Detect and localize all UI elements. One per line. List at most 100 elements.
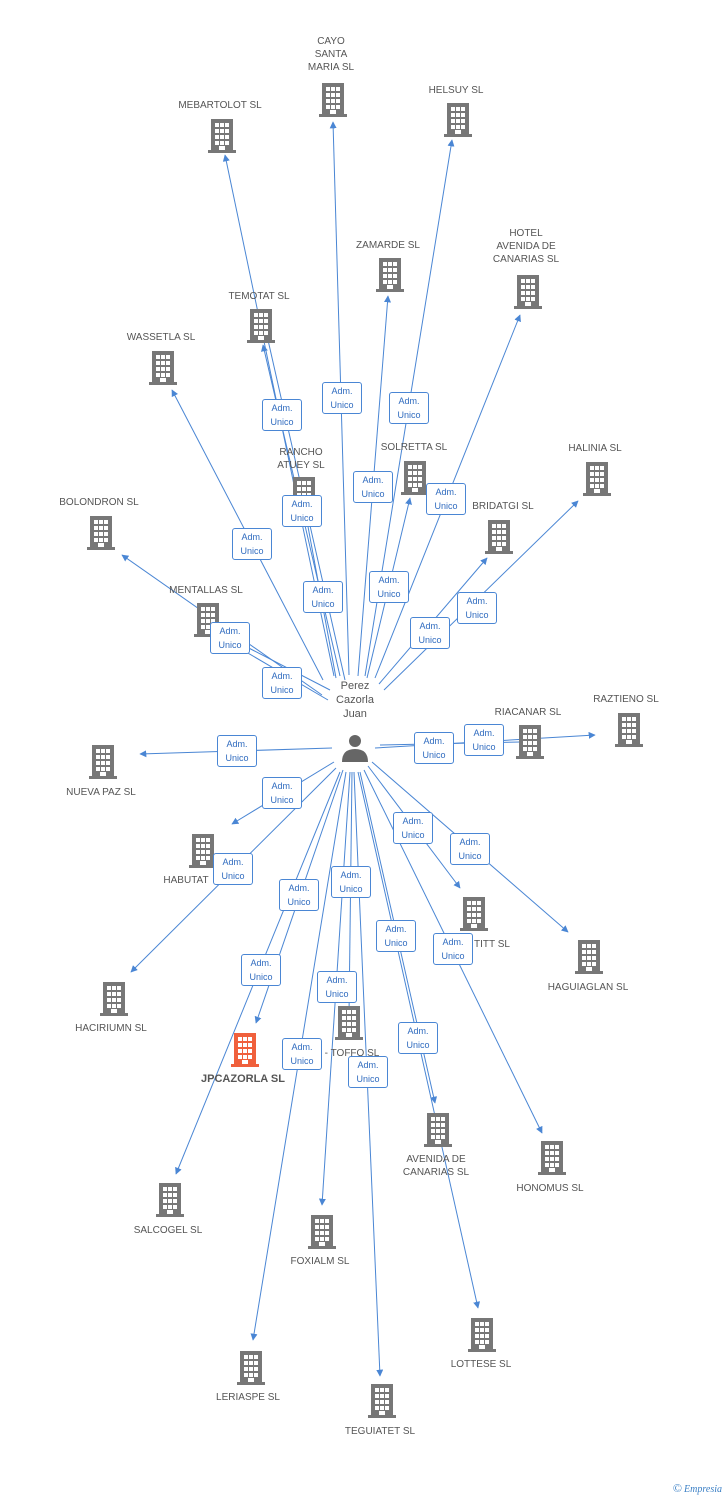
company-label-leriaspe[interactable]: LERIASPE SL — [216, 1392, 280, 1403]
company-label-foxialm[interactable]: FOXIALM SL — [290, 1256, 350, 1267]
role-line1: Adm. — [442, 937, 464, 947]
company-label-toffo[interactable]: - TOFFO SL — [324, 1048, 380, 1059]
edge-role-label[interactable]: Adm.Unico — [369, 571, 409, 603]
role-line2: Unico — [330, 400, 354, 410]
building-icon[interactable] — [149, 351, 177, 385]
building-icon[interactable] — [444, 103, 472, 137]
building-icon[interactable] — [615, 713, 643, 747]
role-line2: Unico — [356, 1074, 380, 1084]
building-icon[interactable] — [485, 520, 513, 554]
building-icon[interactable] — [87, 516, 115, 550]
company-label-mebartolot[interactable]: MEBARTOLOT SL — [178, 100, 262, 111]
company-label-hotel[interactable]: HOTEL AVENIDA DE CANARIAS SL — [492, 228, 560, 265]
building-icon[interactable] — [237, 1351, 265, 1385]
company-label-bridatgi[interactable]: BRIDATGI SL — [472, 501, 534, 512]
building-icon[interactable] — [156, 1183, 184, 1217]
edge-role-label[interactable]: Adm.Unico — [279, 879, 319, 911]
edge-role-label[interactable]: Adm.Unico — [241, 954, 281, 986]
edge-role-label[interactable]: Adm.Unico — [303, 581, 343, 613]
company-label-raztieno[interactable]: RAZTIENO SL — [593, 694, 659, 705]
building-icon[interactable] — [516, 725, 544, 759]
edge-role-label[interactable]: Adm.Unico — [457, 592, 497, 624]
building-icon[interactable] — [468, 1318, 496, 1352]
company-label-nuevapaz[interactable]: NUEVA PAZ SL — [66, 787, 136, 798]
company-label-cayo[interactable]: CAYO SANTA MARIA SL — [307, 36, 355, 73]
company-label-teguiatet[interactable]: TEGUIATET SL — [344, 1426, 416, 1437]
company-label-rancho[interactable]: RANCHO ATUEY SL — [277, 447, 325, 471]
edge-role-label[interactable]: Adm.Unico — [210, 622, 250, 654]
company-label-zamarde[interactable]: ZAMARDE SL — [356, 240, 420, 251]
company-label-bolondron[interactable]: BOLONDRON SL — [59, 497, 139, 508]
edge-role-label[interactable]: Adm.Unico — [282, 495, 322, 527]
building-icon[interactable] — [335, 1006, 363, 1040]
edge-role-label[interactable]: Adm.Unico — [376, 920, 416, 952]
building-icon[interactable] — [538, 1141, 566, 1175]
role-line2: Unico — [377, 589, 401, 599]
role-line2: Unico — [434, 501, 458, 511]
company-label-avenida[interactable]: AVENIDA DE CANARIAS SL — [402, 1154, 470, 1178]
building-icon[interactable] — [231, 1033, 259, 1067]
edge-role-label[interactable]: Adm.Unico — [331, 866, 371, 898]
edge-role-label[interactable]: Adm.Unico — [213, 853, 253, 885]
company-label-wassetla[interactable]: WASSETLA SL — [126, 332, 196, 343]
role-line2: Unico — [325, 989, 349, 999]
role-line1: Adm. — [398, 396, 420, 406]
edge-role-label[interactable]: Adm.Unico — [389, 392, 429, 424]
building-icon[interactable] — [514, 275, 542, 309]
role-line2: Unico — [422, 750, 446, 760]
company-label-helsuy[interactable]: HELSUY SL — [428, 85, 484, 96]
building-icon[interactable] — [100, 982, 128, 1016]
company-label-riacanar[interactable]: RIACANAR SL — [494, 707, 562, 718]
edge-role-label[interactable]: Adm.Unico — [322, 382, 362, 414]
building-icon[interactable] — [308, 1215, 336, 1249]
company-label-salcogel[interactable]: SALCOGEL SL — [133, 1225, 203, 1236]
edge-role-label[interactable]: Adm.Unico — [426, 483, 466, 515]
edge-role-label[interactable]: Adm.Unico — [348, 1056, 388, 1088]
edge-role-label[interactable]: Adm.Unico — [217, 735, 257, 767]
building-icon[interactable] — [319, 83, 347, 117]
company-label-mentallas[interactable]: MENTALLAS SL — [169, 585, 243, 596]
person-icon[interactable] — [342, 735, 368, 762]
company-label-habutat[interactable]: HABUTAT — [163, 875, 209, 886]
building-icon[interactable] — [208, 119, 236, 153]
role-line1: Adm. — [466, 596, 488, 606]
company-label-solretta[interactable]: SOLRETTA SL — [380, 442, 448, 453]
company-label-halinia[interactable]: HALINIA SL — [568, 443, 622, 454]
building-icon[interactable] — [401, 461, 429, 495]
building-icon[interactable] — [460, 897, 488, 931]
building-icon[interactable] — [424, 1113, 452, 1147]
edge-role-label[interactable]: Adm.Unico — [433, 933, 473, 965]
company-label-honomus[interactable]: HONOMUS SL — [516, 1183, 584, 1194]
company-label-temotat[interactable]: TEMOTAT SL — [228, 291, 290, 302]
edge-role-label[interactable]: Adm. Unico — [353, 471, 393, 503]
role-line2: Unico — [401, 830, 425, 840]
role-line2: Unico — [418, 635, 442, 645]
company-label-lottese[interactable]: LOTTESE SL — [450, 1359, 512, 1370]
edge-role-label[interactable]: Adm.Unico — [414, 732, 454, 764]
edge-role-label[interactable]: Adm.Unico — [262, 777, 302, 809]
building-icon[interactable] — [376, 258, 404, 292]
edge-role-label[interactable]: Adm.Unico — [450, 833, 490, 865]
edge-role-label[interactable]: Adm.Unico — [262, 667, 302, 699]
building-icon[interactable] — [575, 940, 603, 974]
company-label-haciriumn[interactable]: HACIRIUMN SL — [75, 1023, 147, 1034]
edge-role-label[interactable]: Adm.Unico — [410, 617, 450, 649]
person-label[interactable]: Perez Cazorla Juan — [336, 680, 374, 720]
role-line1: Adm. — [362, 475, 384, 485]
edge-role-label[interactable]: Adm.Unico — [398, 1022, 438, 1054]
edge-role-label[interactable]: Adm.Unico — [232, 528, 272, 560]
edge-role-label[interactable]: Adm.Unico — [317, 971, 357, 1003]
building-icon[interactable] — [368, 1384, 396, 1418]
company-label-titt[interactable]: TITT SL — [474, 939, 510, 950]
edge-role-label[interactable]: Adm.Unico — [282, 1038, 322, 1070]
company-label-haguiaglan[interactable]: HAGUIAGLAN SL — [547, 982, 629, 993]
building-icon[interactable] — [89, 745, 117, 779]
edge-role-label[interactable]: Adm.Unico — [393, 812, 433, 844]
company-label-jpcazorla[interactable]: JPCAZORLA SL — [201, 1073, 285, 1085]
role-line2: Unico — [361, 489, 385, 499]
edge-role-label[interactable]: Adm.Unico — [464, 724, 504, 756]
building-icon[interactable] — [247, 309, 275, 343]
edge-role-label[interactable]: Adm.Unico — [262, 399, 302, 431]
role-line1: Adm. — [291, 499, 313, 509]
building-icon[interactable] — [583, 462, 611, 496]
